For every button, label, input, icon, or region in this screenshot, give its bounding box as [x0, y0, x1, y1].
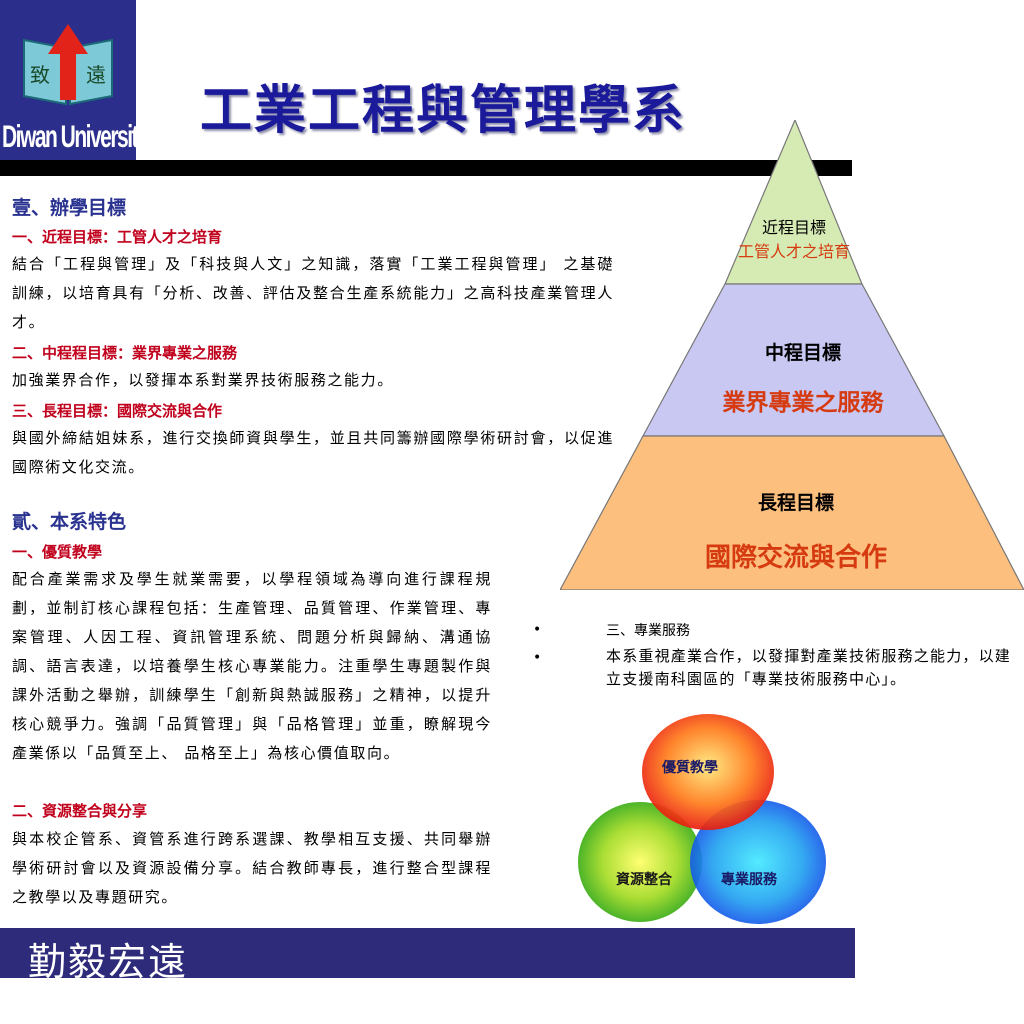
feature2-text: 與本校企管系、資管系進行跨系選課、教學相互支援、共同舉辦學術研討會以及資源設備分… — [12, 830, 492, 906]
goal2-text: 加強業界合作，以發揮本系對業界技術服務之能力。 — [12, 371, 394, 389]
venn-circle-top — [642, 714, 774, 830]
goal1-title: 一、近程目標：工管人才之培育 — [12, 228, 223, 246]
venn-circle-left — [578, 802, 702, 922]
goal2-title: 二、中程程目標：業界專業之服務 — [12, 344, 238, 362]
pyramid-bottom-tier — [560, 435, 1024, 590]
venn-circle-right — [690, 800, 826, 924]
page-title: 工業工程與管理學系 — [200, 80, 687, 141]
university-logo: 致 遠 Diwan University — [0, 0, 149, 172]
venn-left-label: 資源整合 — [616, 872, 672, 888]
bullet-marker: • — [533, 622, 542, 638]
goal1-text: 結合「工程與管理」及「科技與人文」之知識，落實「工業工程與管理」 之基礎訓練，以… — [12, 255, 614, 331]
school-motto: 勤毅宏遠 — [28, 940, 189, 984]
bullet-item-2: 本系重視產業合作，以發揮對產業技術服務之能力，以建立支援南科園區的「專業技術服務… — [606, 647, 1012, 688]
feature1-title: 一、優質教學 — [12, 543, 103, 561]
section1-heading: 壹、辦學目標 — [12, 197, 127, 219]
bullet-item-1: 三、專業服務 — [606, 623, 690, 639]
logo-char-left: 致 — [30, 63, 50, 87]
pyramid-middle-sublabel: 業界專業之服務 — [722, 389, 884, 416]
section2-heading: 貳、本系特色 — [12, 511, 127, 533]
goal3-title: 三、長程目標：國際交流與合作 — [12, 402, 223, 420]
pyramid-top-label: 近程目標 — [761, 218, 826, 237]
logo-university-name: Diwan University — [2, 120, 149, 155]
goal3-text: 與國外締結姐妹系，進行交換師資與學生，並且共同籌辦國際學術研討會，以促進國際術文… — [12, 429, 614, 476]
pyramid-bottom-label: 長程目標 — [757, 492, 834, 514]
feature1-text: 配合產業需求及學生就業需要，以學程領域為導向進行課程規劃，並制訂核心課程包括：生… — [12, 570, 492, 762]
pyramid-bottom-sublabel: 國際交流與合作 — [704, 543, 887, 573]
bullet-marker: • — [533, 650, 542, 666]
venn-diagram — [578, 714, 826, 924]
pyramid-top-sublabel: 工管人才之培育 — [737, 242, 850, 261]
logo-char-right: 遠 — [86, 63, 106, 87]
venn-right-label: 專業服務 — [721, 872, 777, 888]
venn-top-label: 優質教學 — [662, 760, 718, 776]
pyramid-middle-label: 中程目標 — [764, 342, 841, 364]
goals-pyramid — [560, 120, 1024, 590]
header-divider-bar — [0, 160, 852, 176]
book-arrow-emblem-icon: 致 遠 — [23, 24, 113, 106]
feature2-title: 二、資源整合與分享 — [12, 802, 148, 820]
footer-bar: 勤毅宏遠 — [0, 928, 855, 984]
